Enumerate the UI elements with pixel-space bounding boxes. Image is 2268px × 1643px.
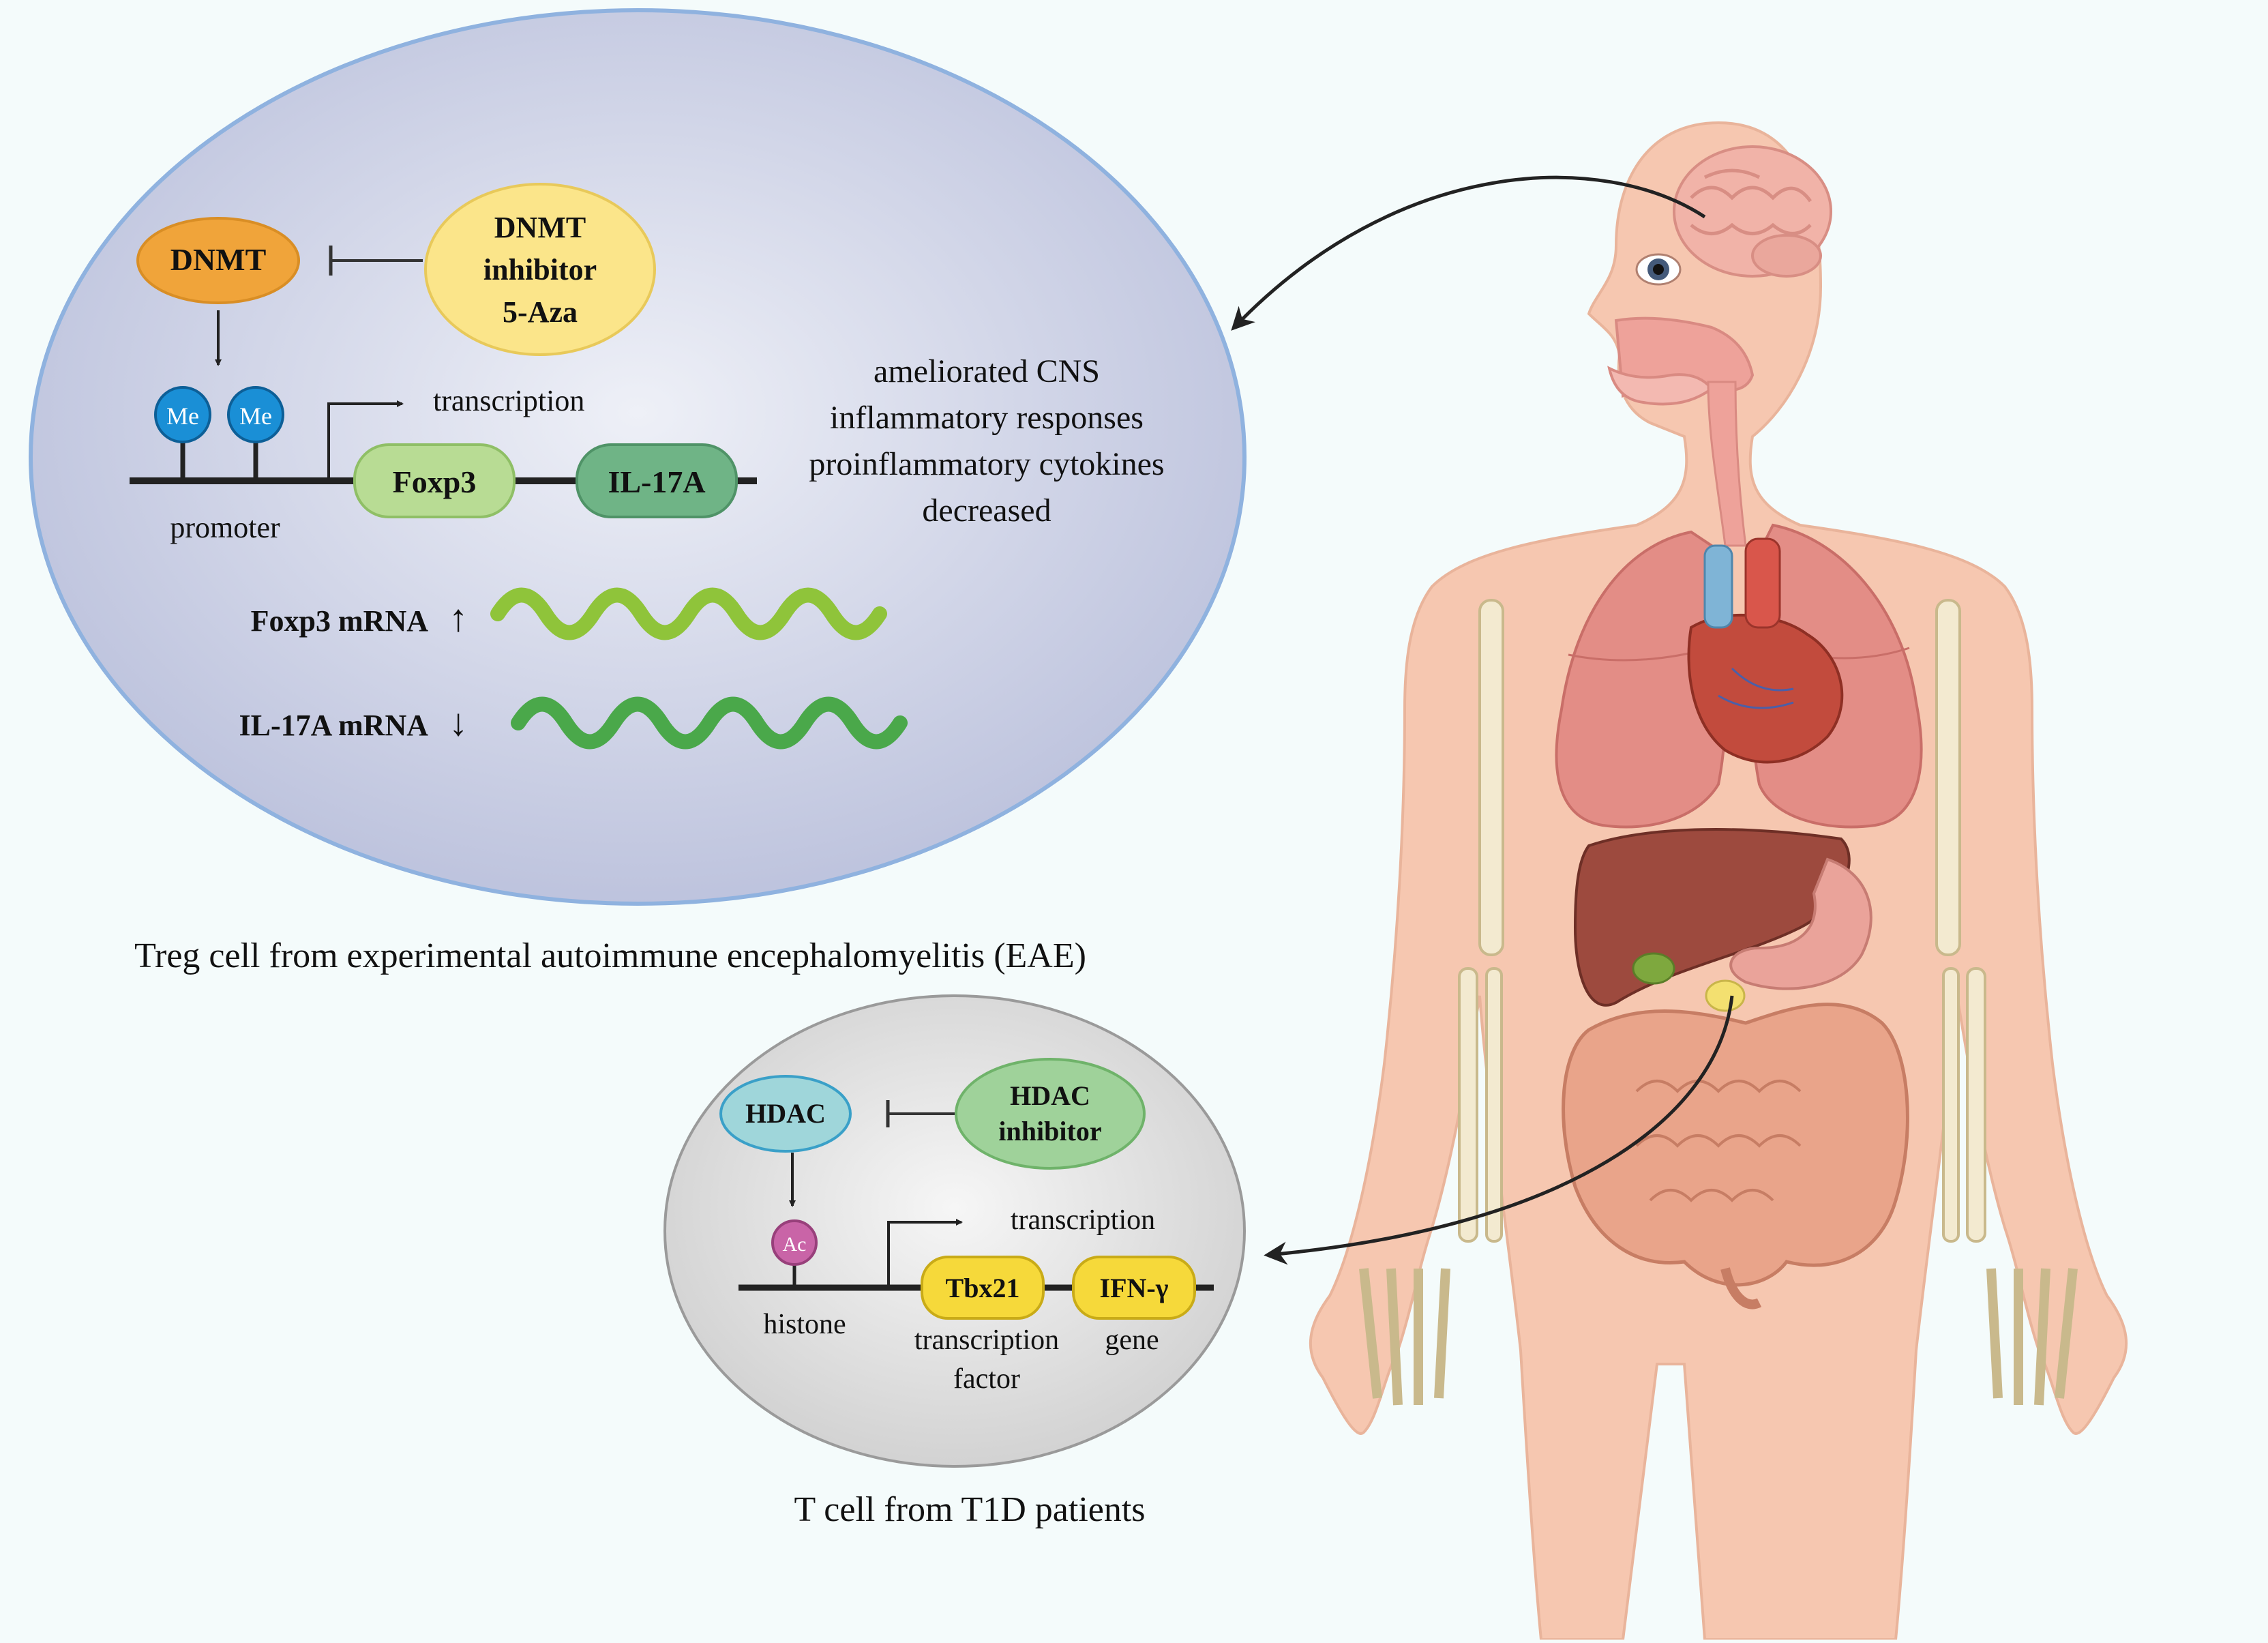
brain-to-eae-arrow: [1231, 175, 1706, 331]
effects-line-1: ameliorated CNS: [874, 353, 1100, 389]
eae-transcription-label: transcription: [433, 384, 584, 417]
me-bead-1: [154, 386, 211, 443]
t1d-cell-membrane: [663, 994, 1246, 1468]
il17a-mrna-wave: [511, 696, 908, 750]
me-label-2: Me: [239, 402, 272, 430]
ifng-gene: [1072, 1256, 1196, 1320]
il17a-mrna-down-arrow: ↓: [449, 702, 468, 744]
dnmt-inhibitor-label-2: inhibitor: [483, 253, 597, 286]
dnmt-inhibitor-label-1: DNMT: [494, 211, 586, 244]
foxp3-mrna-up-arrow: ↑: [449, 597, 468, 640]
me-label-1: Me: [166, 402, 199, 430]
tbx21-sublabel-2: factor: [953, 1363, 1020, 1395]
pancreas-icon: [1705, 979, 1746, 1012]
tbx21-label: Tbx21: [946, 1273, 1020, 1303]
dnmt-inhibitor-label-3: 5-Aza: [503, 295, 578, 329]
foxp3-mrna-label: Foxp3 mRNA: [251, 604, 429, 638]
hdac-label: HDAC: [745, 1098, 826, 1129]
ac-bead: [771, 1219, 818, 1266]
foxp3-gene: [353, 443, 516, 518]
eae-caption: Treg cell from experimental autoimmune e…: [134, 936, 1086, 975]
ifng-sublabel: gene: [1105, 1324, 1159, 1356]
tbx21-sublabel-1: transcription: [914, 1324, 1059, 1356]
eae-effects-text: ameliorated CNS inflammatory responses p…: [809, 353, 1164, 529]
il17a-gene: [576, 443, 738, 518]
il17a-label: IL-17A: [608, 464, 705, 499]
il17a-mrna-label: IL-17A mRNA: [239, 709, 429, 742]
hdac-inhibitor-node: [955, 1058, 1146, 1170]
ac-label: Ac: [783, 1233, 807, 1256]
hdac-node: [719, 1075, 852, 1153]
effects-line-4: decreased: [922, 492, 1051, 529]
human-body-illustration: [1309, 121, 2128, 1641]
effects-line-3: proinflammatory cytokines: [809, 446, 1164, 482]
eae-treg-cell: DNMT DNMT inhibitor 5-Aza Me Me transcri…: [29, 8, 1247, 906]
left-arm-bones-icon: [1359, 599, 1504, 1406]
t1d-caption: T cell from T1D patients: [794, 1490, 1145, 1529]
eae-transcription-arrow: [327, 400, 404, 481]
brain-icon: [1673, 145, 1832, 278]
foxp3-label: Foxp3: [393, 464, 477, 499]
intestines-icon: [1562, 1003, 1909, 1309]
foxp3-mrna-wave: [490, 587, 887, 640]
airway-icon: [1607, 316, 1755, 547]
promoter-label: promoter: [170, 511, 280, 544]
hdac-inhibitor-label-1: HDAC: [1010, 1080, 1090, 1111]
me-bead-2: [227, 386, 284, 443]
right-arm-bones-icon: [1935, 599, 2078, 1406]
t1d-transcription-arrow: [887, 1219, 963, 1288]
t1d-t-cell: HDAC HDAC inhibitor Ac transcription Tbx…: [663, 994, 1246, 1468]
pancreas-to-t1d-arrow: [1264, 995, 1734, 1265]
dnmt-label: DNMT: [170, 242, 267, 277]
effects-line-2: inflammatory responses: [830, 400, 1144, 436]
liver-icon: [1573, 828, 1851, 1007]
stomach-icon: [1705, 857, 1872, 1012]
ifng-label: IFN-γ: [1100, 1273, 1169, 1303]
histone-label: histone: [763, 1309, 846, 1340]
heart-icon: [1687, 537, 1844, 764]
dnmt-inhibitor-node: [424, 183, 656, 356]
hdac-inhibitor-label-2: inhibitor: [998, 1116, 1101, 1146]
dnmt-node: [136, 217, 300, 304]
eye-icon: [1635, 253, 1682, 286]
t1d-transcription-label: transcription: [1011, 1204, 1155, 1236]
tbx21-gene: [921, 1256, 1045, 1320]
